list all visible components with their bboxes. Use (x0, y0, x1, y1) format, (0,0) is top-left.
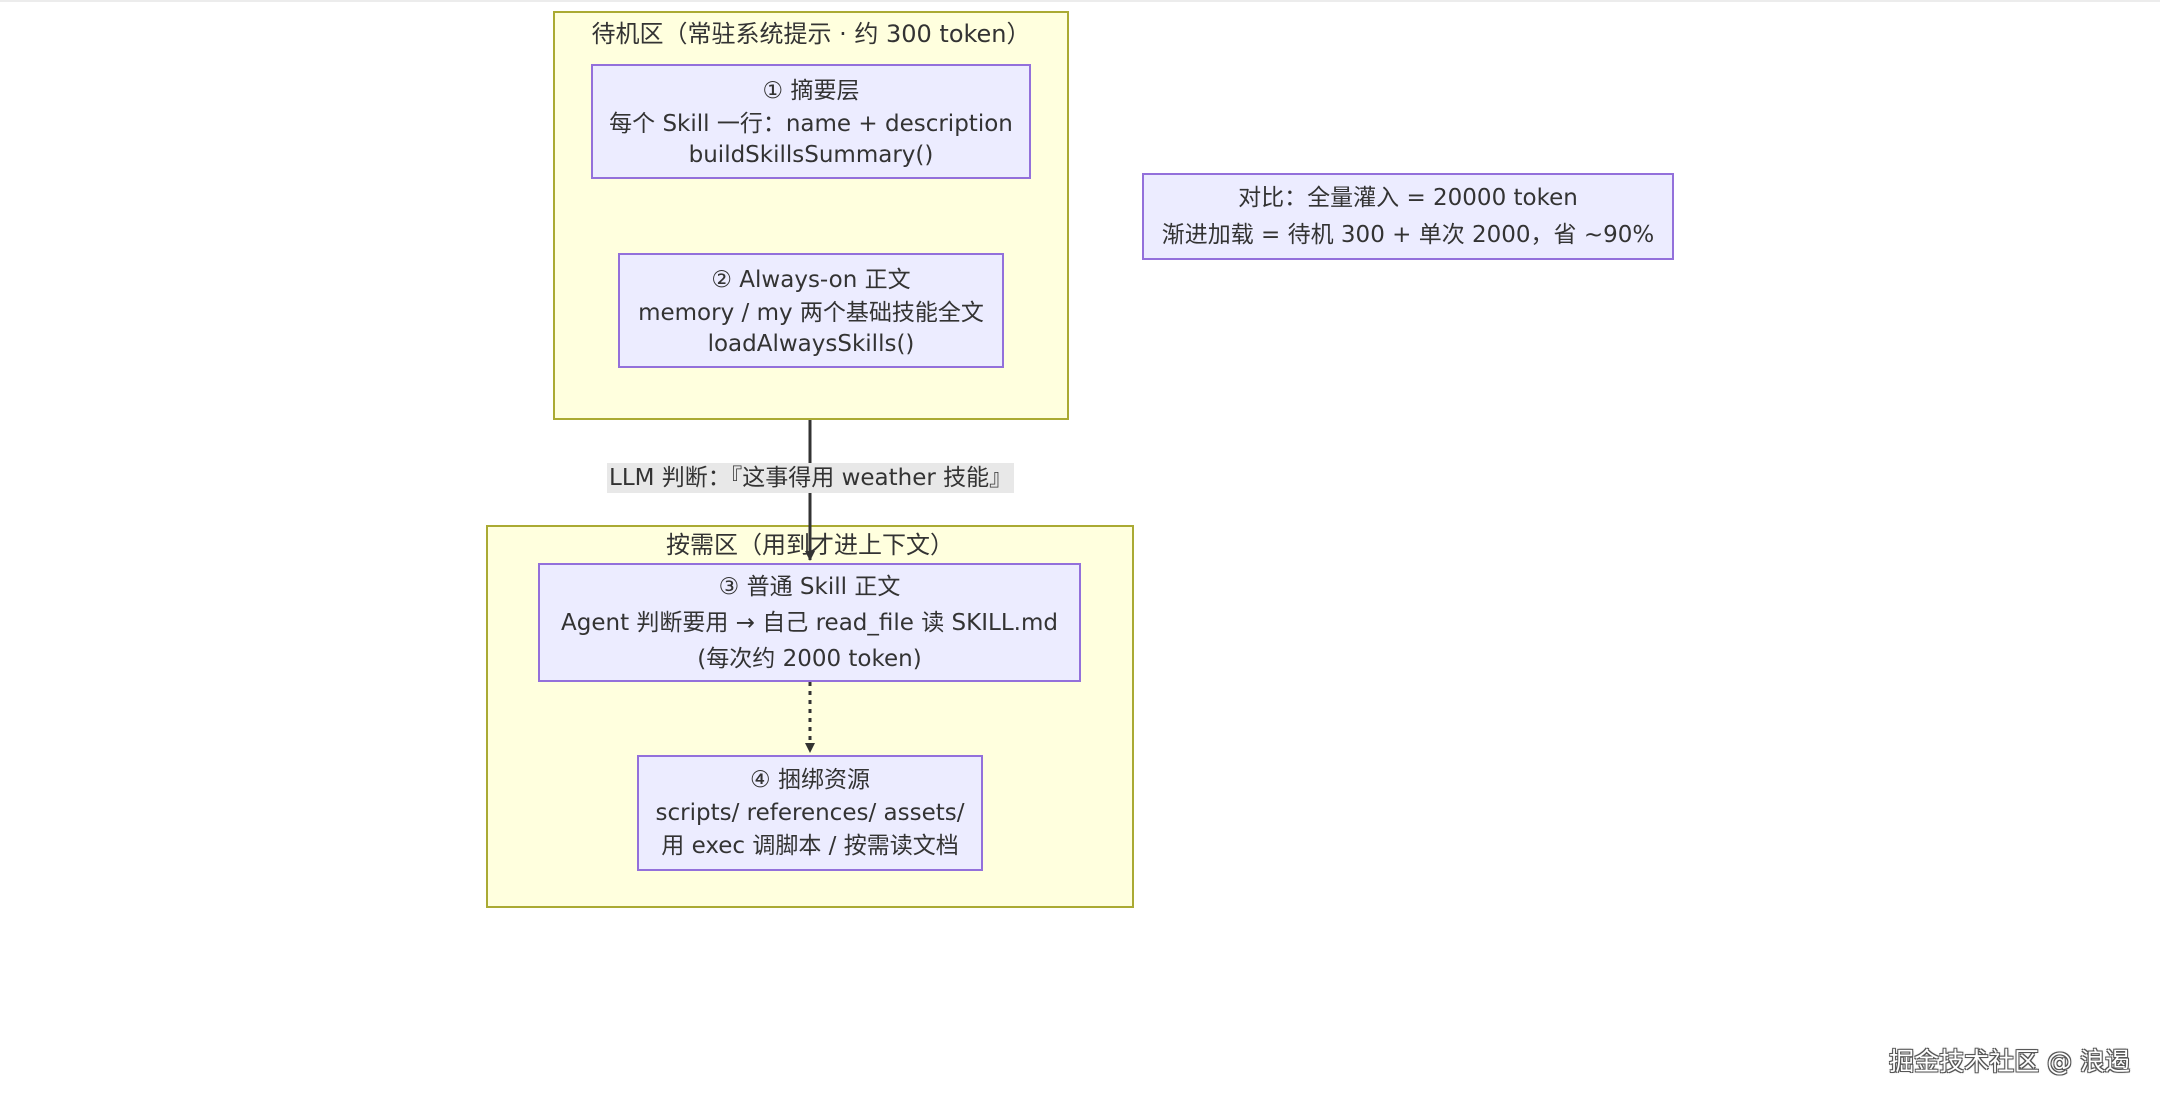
standby-zone-title: 待机区（常驻系统提示 · 约 300 token） (591, 20, 1031, 48)
summary-layer-desc: 每个 Skill 一行：name + description (609, 110, 1013, 137)
comparison-progressive: 渐进加载 = 待机 300 + 单次 2000，省 ~90% (1161, 221, 1655, 248)
bundled-resources-dirs: scripts/ references/ assets/ (655, 800, 965, 826)
bundled-resources-title: ④ 捆绑资源 (750, 767, 870, 793)
always-on-func: loadAlwaysSkills() (707, 330, 915, 357)
normal-skill-desc: Agent 判断要用 → 自己 read_file 读 SKILL.md (561, 609, 1058, 636)
always-on-node: ② Always-on 正文 memory / my 两个基础技能全文 load… (618, 253, 1004, 368)
bundled-resources-usage: 用 exec 调脚本 / 按需读文档 (661, 833, 959, 859)
normal-skill-title: ③ 普通 Skill 正文 (718, 573, 901, 600)
bundled-resources-node: ④ 捆绑资源 scripts/ references/ assets/ 用 ex… (637, 755, 983, 871)
on-demand-zone-title: 按需区（用到才进上下文） (666, 531, 954, 559)
always-on-title: ② Always-on 正文 (711, 266, 911, 293)
normal-skill-node: ③ 普通 Skill 正文 Agent 判断要用 → 自己 read_file … (538, 563, 1081, 682)
summary-layer-title: ① 摘要层 (762, 77, 860, 104)
llm-decision-label: LLM 判断：『这事得用 weather 技能』 (607, 463, 1015, 493)
summary-layer-node: ① 摘要层 每个 Skill 一行：name + description bui… (591, 64, 1031, 179)
comparison-full: 对比：全量灌入 = 20000 token (1238, 184, 1578, 211)
always-on-desc: memory / my 两个基础技能全文 (638, 299, 984, 326)
normal-skill-cost: (每次约 2000 token) (697, 645, 922, 672)
summary-layer-func: buildSkillsSummary() (688, 141, 934, 168)
watermark: 掘金技术社区 @ 浪遏 (1889, 1047, 2130, 1076)
top-divider (0, 0, 2160, 2)
comparison-node: 对比：全量灌入 = 20000 token 渐进加载 = 待机 300 + 单次… (1142, 173, 1674, 260)
